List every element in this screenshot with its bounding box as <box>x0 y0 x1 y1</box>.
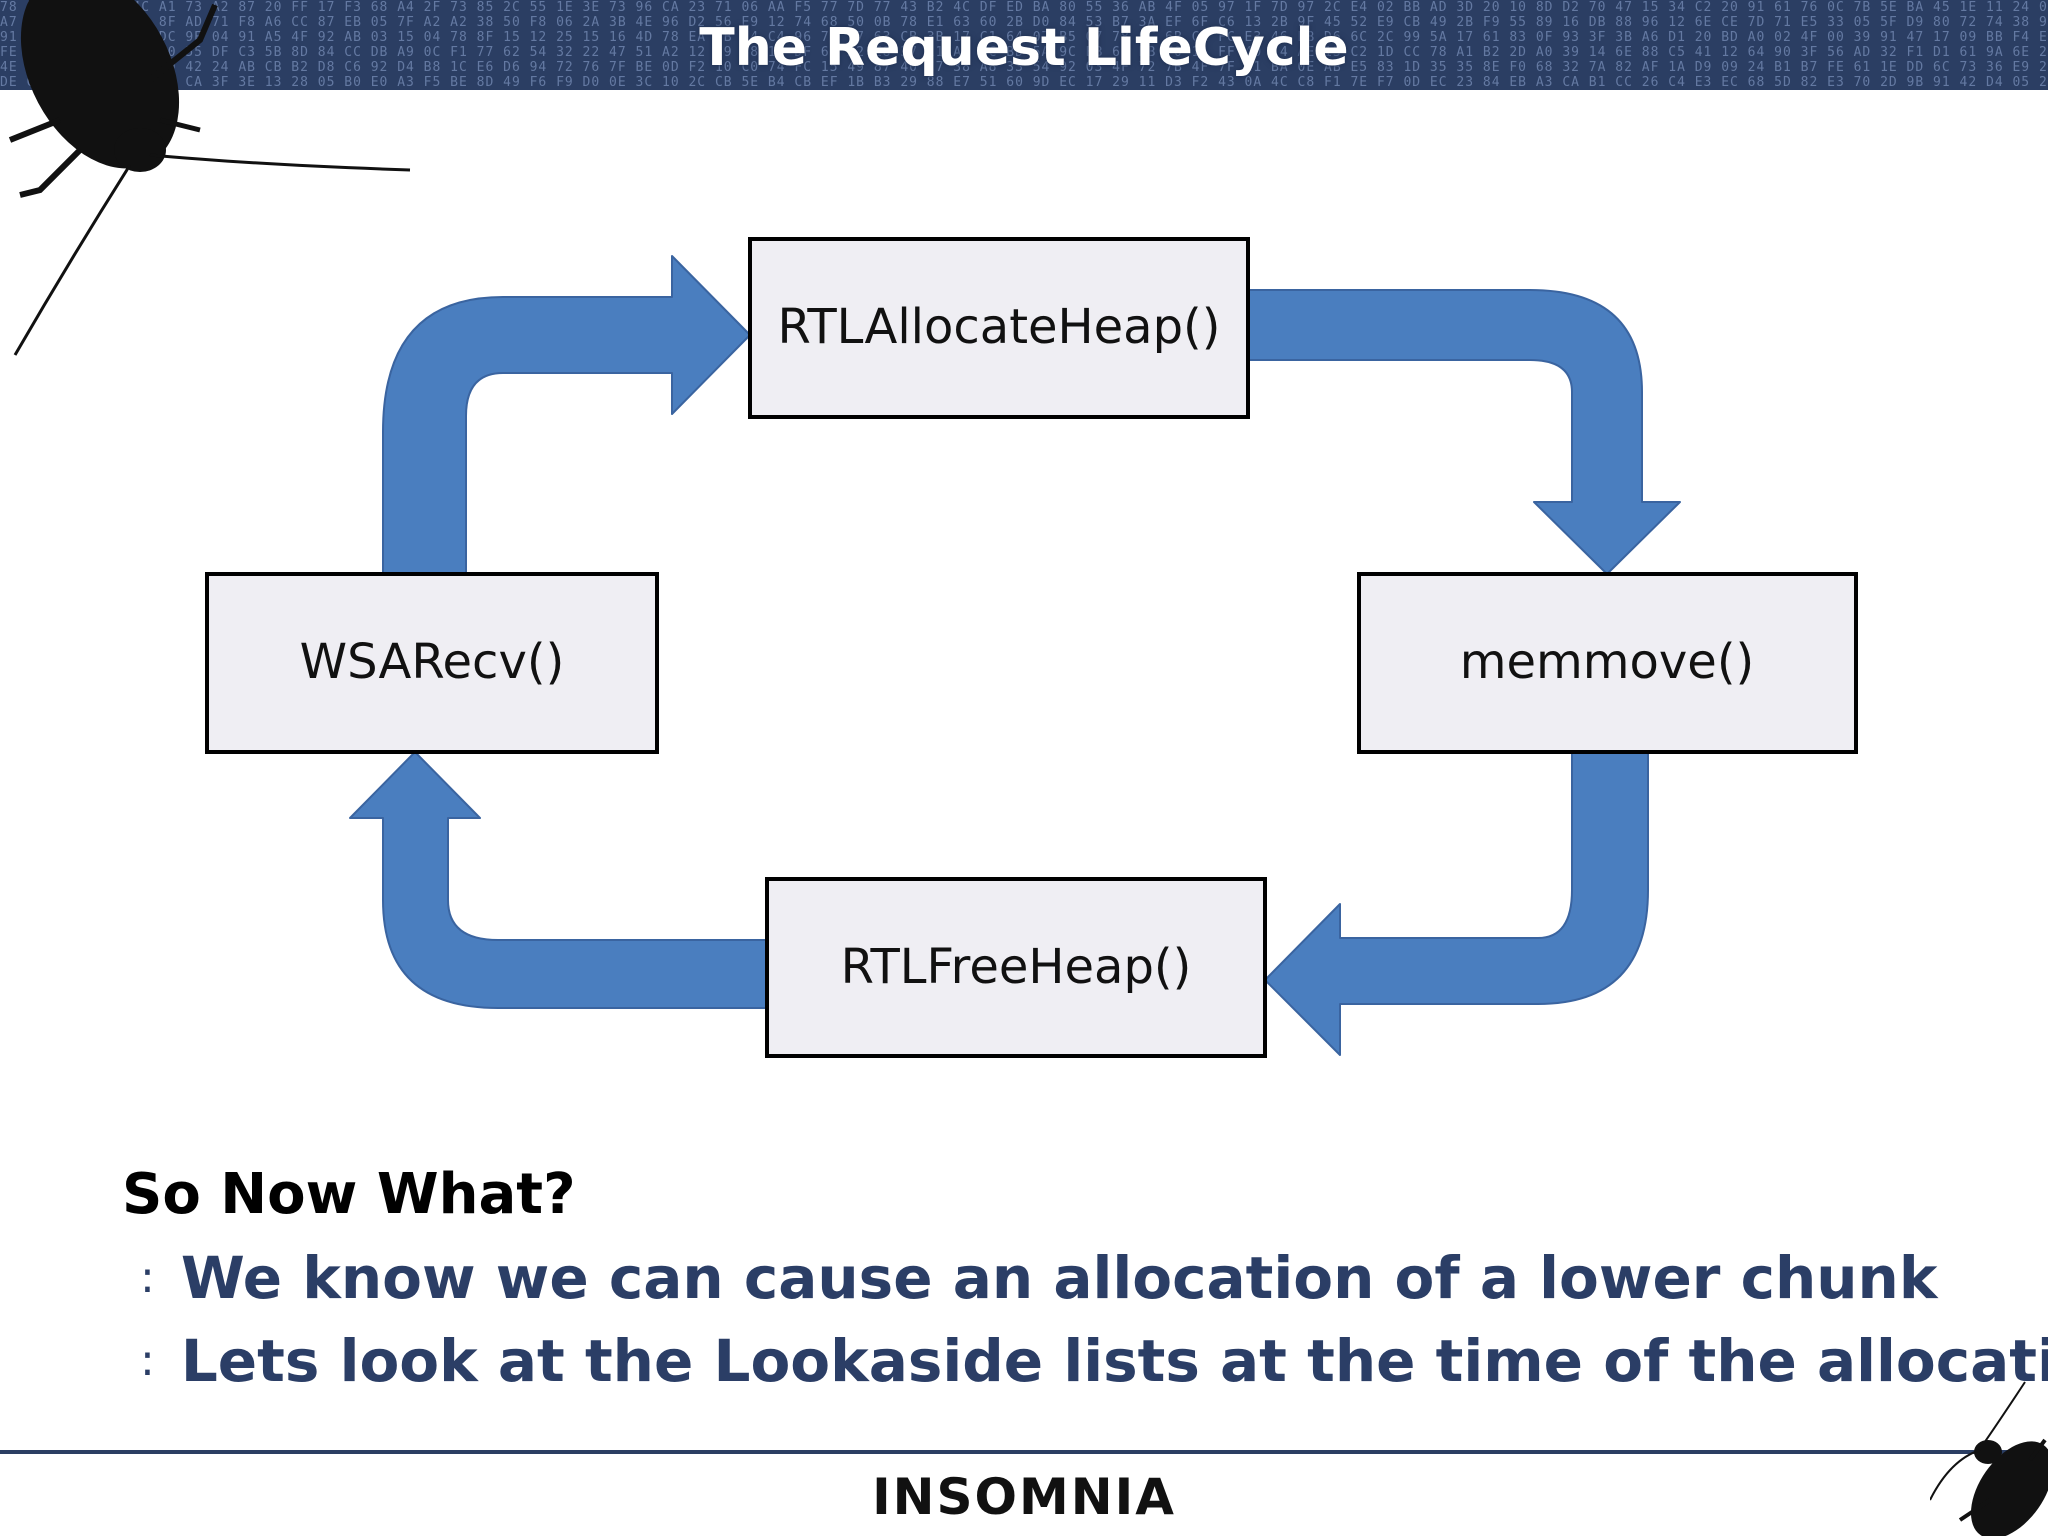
node-label-rtlfreeheap: RTLFreeHeap() <box>841 939 1192 995</box>
section-heading: So Now What? <box>122 1162 576 1227</box>
node-label-rtlallocateheap: RTLAllocateHeap() <box>777 299 1220 355</box>
bullet-marker: : <box>140 1335 155 1386</box>
footer-divider <box>0 1450 2048 1454</box>
node-label-memmove: memmove() <box>1460 634 1755 690</box>
node-rtlallocateheap: RTLAllocateHeap() <box>748 237 1250 419</box>
slide-title: The Request LifeCycle <box>699 18 1349 78</box>
arrow-free-to-recv <box>349 751 768 1009</box>
bullet-item: : Lets look at the Lookaside lists at the… <box>140 1327 2048 1395</box>
arrow-alloc-to-memmove <box>1247 289 1681 575</box>
lifecycle-diagram: RTLAllocateHeap() memmove() RTLFreeHeap(… <box>205 237 1858 1058</box>
cockroach-icon <box>1930 1381 2048 1536</box>
cockroach-icon <box>8 0 411 356</box>
arrow-recv-to-alloc <box>382 255 751 575</box>
bullet-text: We know we can cause an allocation of a … <box>180 1244 1938 1312</box>
node-rtlfreeheap: RTLFreeHeap() <box>765 877 1267 1058</box>
node-memmove: memmove() <box>1357 572 1858 754</box>
arrow-memmove-to-free <box>1264 751 1649 1056</box>
insomnia-logo: INSOMNIA <box>872 1468 1176 1526</box>
node-label-wsarecv: WSARecv() <box>300 634 565 690</box>
node-wsarecv: WSARecv() <box>205 572 659 754</box>
bullet-text: Lets look at the Lookaside lists at the … <box>180 1327 2048 1395</box>
bullet-marker: : <box>140 1252 155 1303</box>
bullet-item: : We know we can cause an allocation of a… <box>140 1244 1937 1312</box>
cycle-arrows <box>349 255 1681 1056</box>
